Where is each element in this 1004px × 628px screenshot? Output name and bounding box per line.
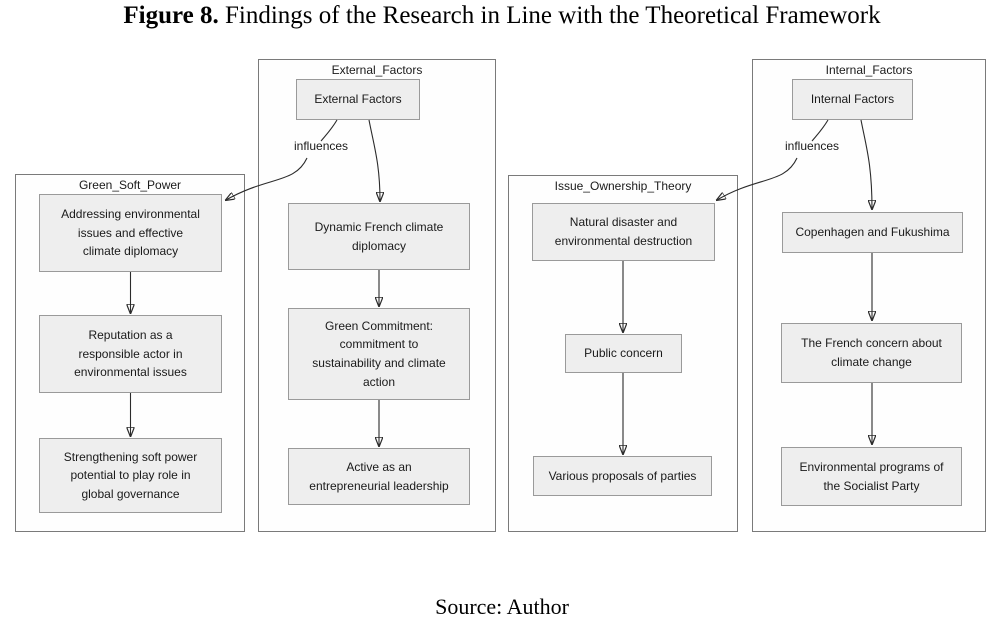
node-copenhagen-fukushima: Copenhagen and Fukushima: [782, 212, 963, 253]
node-french-concern-climate-change: The French concern about climate change: [781, 323, 962, 383]
node-internal-factors: Internal Factors: [792, 79, 913, 120]
node-external-factors: External Factors: [296, 79, 420, 120]
edge-label-influences-internal: influences: [785, 139, 840, 153]
edge-label-influences-external: influences: [294, 139, 349, 153]
node-entrepreneurial-leadership: Active as an entrepreneurial leadership: [288, 448, 470, 505]
node-environmental-programs-socialist-party: Environmental programs of the Socialist …: [781, 447, 962, 506]
node-addressing-environmental-issues: Addressing environmental issues and effe…: [39, 194, 222, 272]
node-dynamic-french-climate-diplomacy: Dynamic French climate diplomacy: [288, 203, 470, 270]
node-reputation-responsible-actor: Reputation as a responsible actor in env…: [39, 315, 222, 393]
figure-title: Figure 8. Findings of the Research in Li…: [0, 2, 1004, 30]
node-green-commitment: Green Commitment: commitment to sustaina…: [288, 308, 470, 400]
node-public-concern: Public concern: [565, 334, 682, 373]
figure-title-text: Findings of the Research in Line with th…: [225, 2, 881, 29]
cluster-external-factors-header: External_Factors: [331, 63, 423, 77]
figure-number-label: Figure 8.: [123, 2, 219, 29]
node-various-proposals: Various proposals of parties: [533, 456, 712, 496]
source-caption: Source: Author: [435, 594, 569, 619]
cluster-internal-factors-header: Internal_Factors: [825, 63, 913, 77]
node-strengthening-soft-power: Strengthening soft power potential to pl…: [39, 438, 222, 513]
node-natural-disaster: Natural disaster and environmental destr…: [532, 203, 715, 261]
cluster-green-soft-power-header: Green_Soft_Power: [78, 178, 182, 192]
cluster-issue-ownership-theory-header: Issue_Ownership_Theory: [554, 179, 692, 193]
